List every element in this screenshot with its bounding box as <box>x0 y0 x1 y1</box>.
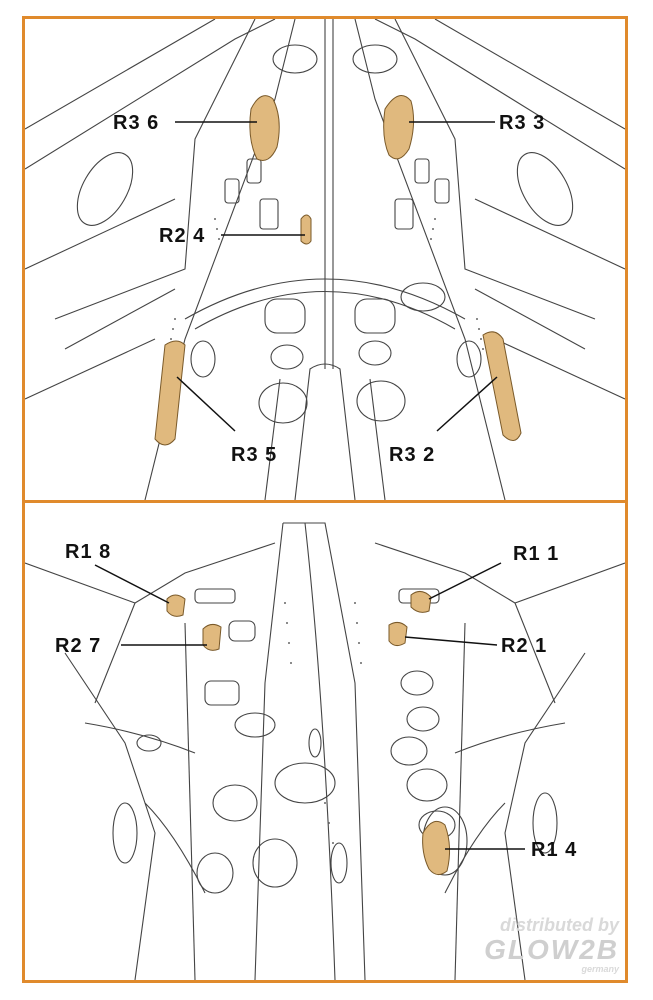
watermark-logo: GLOW2B <box>484 934 619 965</box>
distributor-watermark: distributed by GLOW2B germany <box>484 915 619 974</box>
part-r3-3 <box>383 95 415 160</box>
callout-r3-2: R3 2 <box>389 444 435 466</box>
part-r1-4 <box>422 820 451 875</box>
callout-r2-1: R2 1 <box>501 635 547 657</box>
callout-r2-4: R2 4 <box>159 225 205 247</box>
part-r3-6 <box>249 95 280 161</box>
callout-r1-8: R1 8 <box>65 541 111 563</box>
part-r3-2 <box>482 331 522 441</box>
bottom-diagram-panel: R1 8 R1 1 R2 7 R2 1 R1 4 distributed by … <box>22 500 628 983</box>
callout-r2-7: R2 7 <box>55 635 101 657</box>
watermark-line3: germany <box>581 964 619 974</box>
part-r3-5 <box>154 340 186 446</box>
top-diagram-panel: R3 6 R3 3 R2 4 R3 5 R3 2 <box>22 16 628 503</box>
callout-r3-5: R3 5 <box>231 444 277 466</box>
bottom-aircraft-drawing: R1 8 R1 1 R2 7 R2 1 R1 4 <box>25 522 625 980</box>
top-aircraft-drawing: R3 6 R3 3 R2 4 R3 5 R3 2 <box>25 19 625 500</box>
part-r1-8 <box>166 594 186 617</box>
callout-r3-6: R3 6 <box>113 112 159 134</box>
callout-r1-4: R1 4 <box>531 839 577 861</box>
part-r1-1 <box>410 591 432 613</box>
callout-r1-1: R1 1 <box>513 543 559 565</box>
callout-r3-3: R3 3 <box>499 112 545 134</box>
watermark-line1: distributed by <box>499 915 619 935</box>
part-r2-4 <box>300 214 312 245</box>
part-r2-1 <box>388 621 408 647</box>
part-r2-7 <box>202 623 222 651</box>
